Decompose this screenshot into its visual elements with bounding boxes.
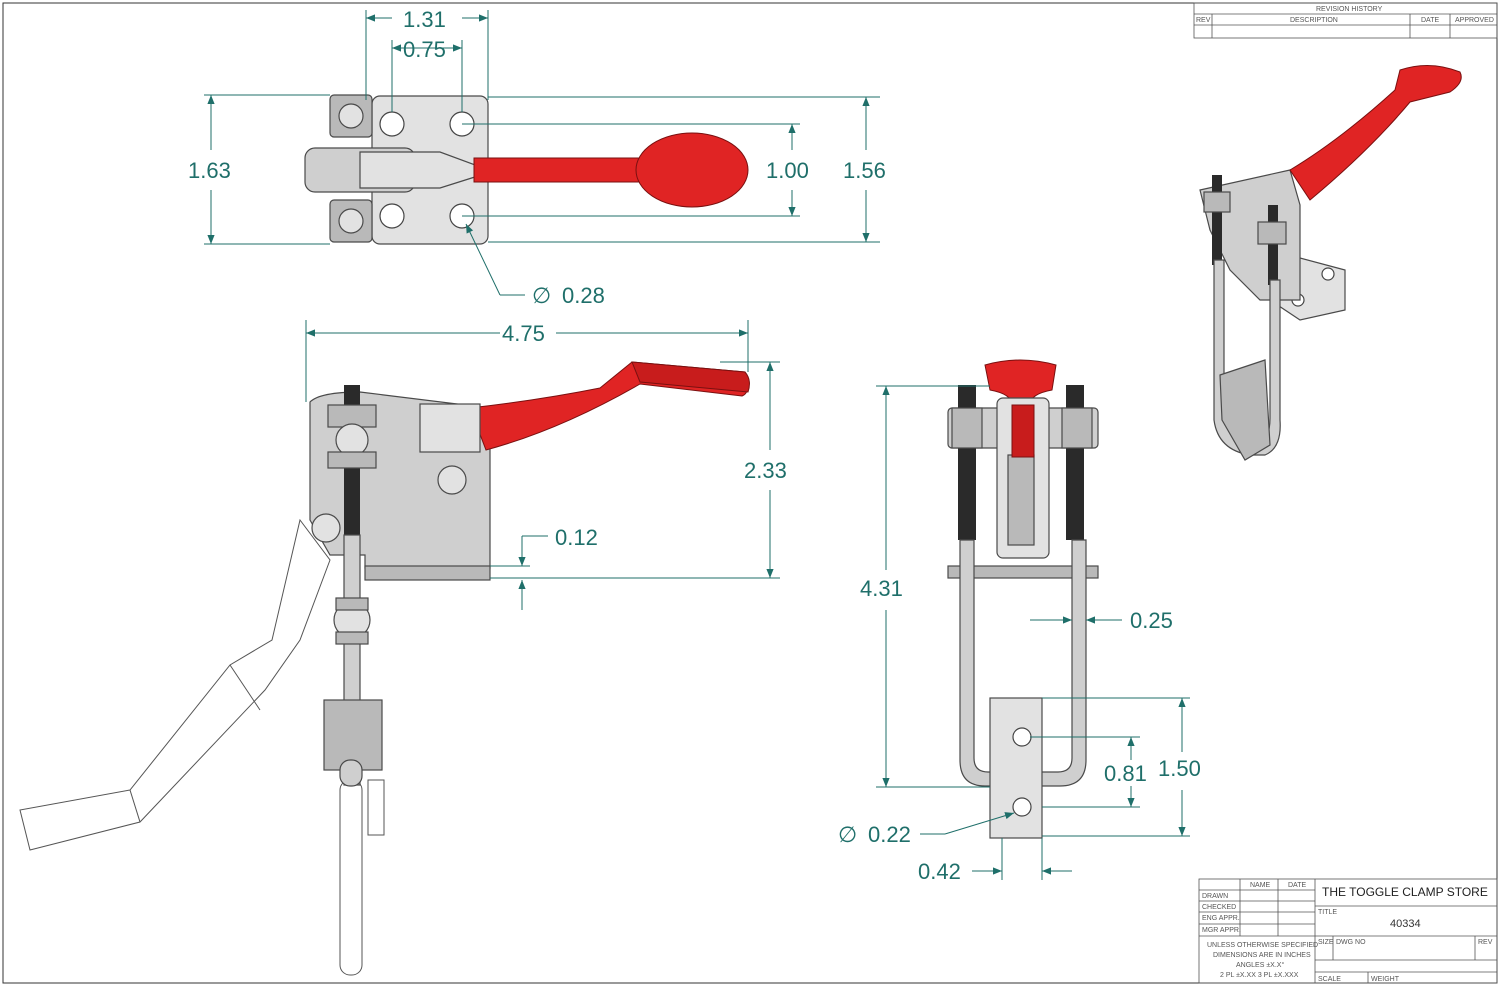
dim-front-height: 4.31 — [860, 576, 903, 601]
dim-top-hole-vertical: 1.00 — [766, 158, 809, 183]
top-handle-bar — [473, 157, 645, 183]
title-row-drawn: DRAWN — [1202, 893, 1228, 900]
side-handle-tip — [631, 361, 750, 393]
dim-top-base-height: 1.56 — [843, 158, 886, 183]
revision-col-rev: REV — [1196, 17, 1211, 24]
side-pivot — [437, 465, 467, 495]
iso-thread — [1212, 175, 1222, 265]
iso-hole — [1321, 267, 1335, 281]
dim-side-base: 0.12 — [555, 525, 598, 550]
title-col-name: NAME — [1250, 882, 1271, 889]
dim-front-plate-width: 0.42 — [918, 859, 961, 884]
side-base — [364, 565, 491, 581]
front-lower-plate — [947, 565, 1099, 579]
side-ghost-plate — [367, 779, 385, 836]
front-nut — [951, 407, 983, 449]
iso-thread — [1268, 205, 1278, 285]
title-note: DIMENSIONS ARE IN INCHES — [1213, 952, 1311, 959]
front-u-bolt — [959, 539, 1087, 787]
top-nut-center — [338, 103, 364, 129]
iso-nut — [1203, 191, 1231, 213]
title-note: 2 PL ±X.XX 3 PL ±X.XXX — [1220, 972, 1299, 979]
dim-front-hole-dia-symbol: ∅ — [838, 822, 857, 847]
rev-label: REV — [1478, 939, 1493, 946]
revision-col-date: DATE — [1421, 17, 1439, 24]
revision-col-approved: APPROVED — [1455, 17, 1494, 24]
top-hole — [379, 203, 405, 229]
weight-label: WEIGHT — [1371, 976, 1400, 983]
revision-block: REVISION HISTORY REV DESCRIPTION DATE AP… — [1193, 2, 1498, 39]
side-ghost-rod — [339, 779, 363, 976]
front-latch-plate — [989, 697, 1043, 839]
dim-front-rod: 0.25 — [1130, 608, 1173, 633]
title-row-checked: CHECKED — [1202, 904, 1236, 911]
side-ghost-handle — [19, 518, 331, 851]
dim-front-hole-dia: 0.22 — [868, 822, 911, 847]
front-lever-link — [1007, 454, 1035, 546]
title-note: ANGLES ±X.X° — [1236, 961, 1284, 969]
side-ring-nut — [335, 597, 369, 611]
revision-title: REVISION HISTORY — [1316, 6, 1383, 13]
front-view: 4.31 0.25 1.50 0.81 ∅ 0.22 0.42 — [838, 359, 1201, 884]
iso-nut — [1257, 221, 1287, 245]
dim-top-hole-dia: 0.28 — [562, 283, 605, 308]
iso-latch — [1219, 359, 1271, 461]
size-label: SIZE — [1318, 939, 1334, 946]
dim-top-hole-spacing: 0.75 — [403, 37, 446, 62]
dim-top-height: 1.63 — [188, 158, 231, 183]
front-nut — [1061, 407, 1093, 449]
top-hole — [379, 111, 405, 137]
iso-handle — [1289, 65, 1462, 201]
scale-label: SCALE — [1318, 976, 1341, 983]
front-latch-hole — [1012, 727, 1032, 747]
side-view: 4.75 2.33 0.12 — [19, 320, 787, 976]
top-nut-center — [338, 208, 364, 234]
dim-top-width: 1.31 — [403, 7, 446, 32]
title-note: UNLESS OTHERWISE SPECIFIED — [1207, 942, 1318, 949]
front-latch-hole — [1012, 797, 1032, 817]
iso-view — [1199, 65, 1462, 461]
title-label: TITLE — [1318, 909, 1337, 916]
side-nut — [327, 451, 377, 469]
side-hook-end — [339, 759, 363, 787]
title-value: 40334 — [1390, 918, 1421, 930]
dim-top-hole-dia-symbol: ∅ — [532, 283, 551, 308]
dim-side-length: 4.75 — [502, 321, 545, 346]
side-nut-ring — [335, 423, 369, 457]
dim-front-slot: 1.50 — [1158, 756, 1201, 781]
dim-side-height: 2.33 — [744, 458, 787, 483]
side-lever-plate — [419, 403, 481, 453]
front-lever-red — [1011, 404, 1035, 458]
title-col-date: DATE — [1288, 882, 1306, 889]
side-pivot — [311, 513, 341, 543]
side-ring-nut — [335, 631, 369, 645]
company-name: THE TOGGLE CLAMP STORE — [1322, 885, 1488, 899]
dwg-label: DWG NO — [1336, 939, 1366, 946]
dim-front-offset: 0.81 — [1104, 761, 1147, 786]
top-handle-grip — [635, 132, 749, 208]
title-block: NAME DATE DRAWN CHECKED ENG APPR. MGR AP… — [1198, 878, 1498, 984]
revision-col-description: DESCRIPTION — [1290, 17, 1338, 24]
top-view: 1.31 0.75 1.63 1.00 1.56 ∅ 0.28 — [188, 7, 886, 308]
title-row-mgr: MGR APPR. — [1202, 927, 1241, 934]
title-row-eng: ENG APPR. — [1202, 915, 1240, 922]
